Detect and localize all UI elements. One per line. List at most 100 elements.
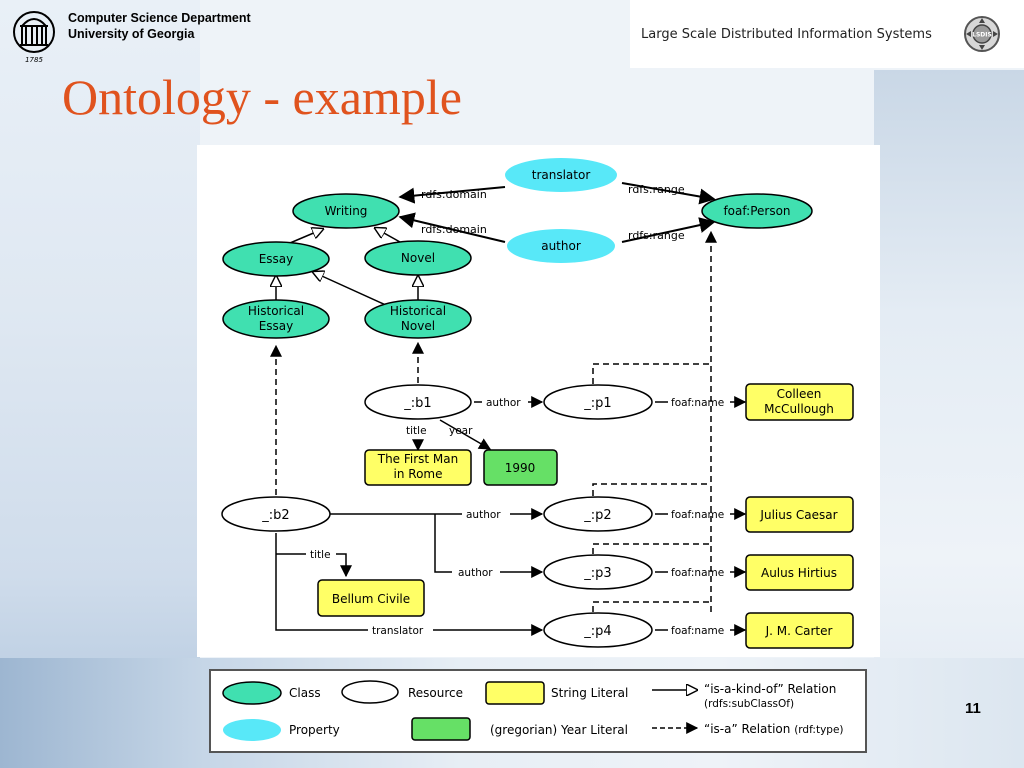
label-rdfs-domain-2: rdfs:domain	[421, 223, 487, 236]
legend-string-literal-swatch	[485, 681, 545, 705]
department-label: Computer Science Department University o…	[68, 10, 251, 42]
node-label-carter: J. M. Carter	[765, 624, 833, 638]
legend-year-literal-swatch	[411, 717, 471, 741]
edge-b1-year	[439, 419, 492, 450]
node-label-historical-essay-2: Essay	[259, 319, 294, 333]
node-label-first-man-1: The First Man	[377, 452, 459, 466]
background-left-decoration	[0, 0, 200, 768]
node-label-p4: _:p4	[583, 624, 611, 639]
resource-node-p4	[543, 612, 653, 648]
literal-node-1990	[483, 449, 558, 486]
node-label-b2: _:b2	[261, 508, 289, 523]
node-label-colleen-1: Colleen	[777, 387, 822, 401]
node-label-p1: _:p1	[583, 396, 611, 411]
node-label-bellum: Bellum Civile	[332, 592, 410, 606]
label-year-b1: year	[449, 425, 473, 437]
slide-title: Ontology - example	[62, 69, 462, 125]
edge-p2-type	[592, 483, 711, 496]
university-arch-logo-icon: 1785	[13, 11, 55, 64]
resource-node-b1	[364, 384, 472, 420]
node-label-author: author	[541, 239, 581, 253]
resource-node-p2	[543, 496, 653, 532]
edge-author-range	[621, 217, 716, 243]
node-label-novel: Novel	[401, 251, 435, 265]
legend-kind-of-label: “is-a-kind-of” Relation	[704, 682, 836, 696]
node-label-first-man-2: in Rome	[394, 467, 443, 481]
department-line-1: Computer Science Department	[68, 11, 251, 25]
property-node-author	[507, 229, 615, 263]
legend-is-a-sub: (rdf:type)	[794, 724, 843, 736]
logo-year: 1785	[25, 56, 43, 64]
label-author-b2-p2: author	[466, 509, 501, 521]
class-node-historical-novel	[364, 299, 472, 339]
lab-name: Large Scale Distributed Information Syst…	[641, 27, 932, 42]
node-label-historical-novel-1: Historical	[390, 304, 446, 318]
legend-year-literal-label: (gregorian) Year Literal	[490, 723, 628, 737]
class-node-essay	[222, 241, 330, 277]
edge-translator-domain	[398, 186, 506, 204]
literal-node-aulus	[745, 554, 854, 591]
resource-node-b2	[221, 496, 331, 532]
background-right-decoration	[874, 70, 1024, 768]
legend-class-label: Class	[289, 686, 321, 700]
node-label-colleen-2: McCullough	[764, 402, 834, 416]
edge-b2-title-1	[275, 533, 368, 631]
legend-string-literal-label: String Literal	[551, 686, 628, 700]
class-node-writing	[292, 193, 400, 229]
legend-property-swatch	[223, 719, 281, 741]
legend-class-swatch	[222, 681, 282, 705]
node-label-p2: _:p2	[583, 508, 611, 523]
literal-node-bellum	[317, 579, 425, 617]
legend-kind-of-sublabel: (rdfs:subClassOf)	[704, 698, 794, 710]
edge-p1-type	[592, 363, 711, 384]
resource-node-p3	[543, 554, 653, 590]
resource-node-p1	[543, 384, 653, 420]
legend-is-a-label: “is-a” Relation (rdf:type)	[704, 722, 844, 736]
label-foaf-name-p4: foaf:name	[671, 625, 724, 637]
edge-translator-range	[621, 182, 716, 205]
label-foaf-name-p2: foaf:name	[671, 509, 724, 521]
node-label-p3: _:p3	[583, 566, 611, 581]
department-line-2: University of Georgia	[68, 27, 195, 41]
node-label-essay: Essay	[259, 252, 294, 266]
node-label-historical-novel-2: Novel	[401, 319, 435, 333]
edge-hist-novel-subclass-essay	[313, 272, 389, 307]
label-author-b1: author	[486, 397, 521, 409]
node-label-foaf-person: foaf:Person	[723, 204, 790, 218]
legend-resource-swatch	[341, 680, 399, 704]
edge-p4-type	[592, 601, 711, 612]
legend-is-a-main: “is-a” Relation	[704, 722, 790, 736]
node-label-historical-essay-1: Historical	[248, 304, 304, 318]
page-number: 11	[965, 700, 981, 717]
node-label-1990: 1990	[505, 461, 536, 475]
label-rdfs-range-2: rdfs:range	[628, 229, 685, 242]
lsdis-icon-label: LSDIS	[972, 32, 992, 39]
edge-novel-subclass	[375, 228, 401, 243]
edge-p3-type	[592, 543, 711, 554]
node-label-b1: _:b1	[403, 396, 431, 411]
label-rdfs-domain-1: rdfs:domain	[421, 188, 487, 201]
label-foaf-name-p3: foaf:name	[671, 567, 724, 579]
class-node-historical-essay	[222, 299, 330, 339]
edge-b2-author-p3-1	[434, 514, 452, 573]
header-banner	[630, 0, 1024, 68]
lsdis-gear-icon: LSDIS	[964, 16, 1000, 52]
label-title-b2: title	[310, 549, 331, 561]
class-node-foaf-person	[701, 193, 813, 229]
label-author-b2-p3: author	[458, 567, 493, 579]
label-foaf-name-p1: foaf:name	[671, 397, 724, 409]
legend-panel	[209, 669, 867, 753]
literal-node-colleen	[745, 383, 854, 421]
node-label-translator: translator	[532, 168, 591, 182]
legend-resource-label: Resource	[408, 686, 463, 700]
label-title-b1: title	[406, 425, 427, 437]
edge-author-domain	[398, 212, 506, 243]
literal-node-carter	[745, 612, 854, 649]
literal-node-julius	[745, 496, 854, 533]
class-node-novel	[364, 240, 472, 276]
node-label-aulus: Aulus Hirtius	[761, 566, 837, 580]
edge-essay-subclass	[289, 229, 323, 244]
node-label-writing: Writing	[325, 204, 368, 218]
